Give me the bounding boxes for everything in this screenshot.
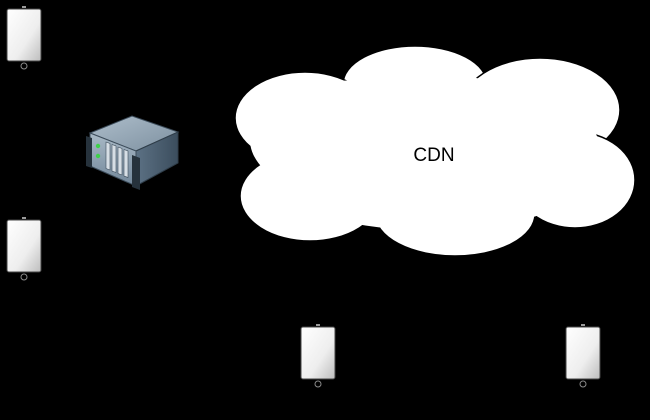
client-device-middle-left: [6, 216, 42, 281]
client-device-bottom-right: [565, 323, 601, 388]
phone-icon: [6, 216, 42, 281]
phone-icon: [6, 5, 42, 70]
phone-icon: [565, 323, 601, 388]
cdn-cloud: CDN: [234, 45, 636, 257]
client-device-bottom-center: [300, 323, 336, 388]
cloud-label: CDN: [413, 145, 454, 166]
client-device-top-left: [6, 5, 42, 70]
rack-server-icon: [86, 115, 180, 190]
phone-icon: [300, 323, 336, 388]
cloud-icon: [234, 45, 636, 257]
